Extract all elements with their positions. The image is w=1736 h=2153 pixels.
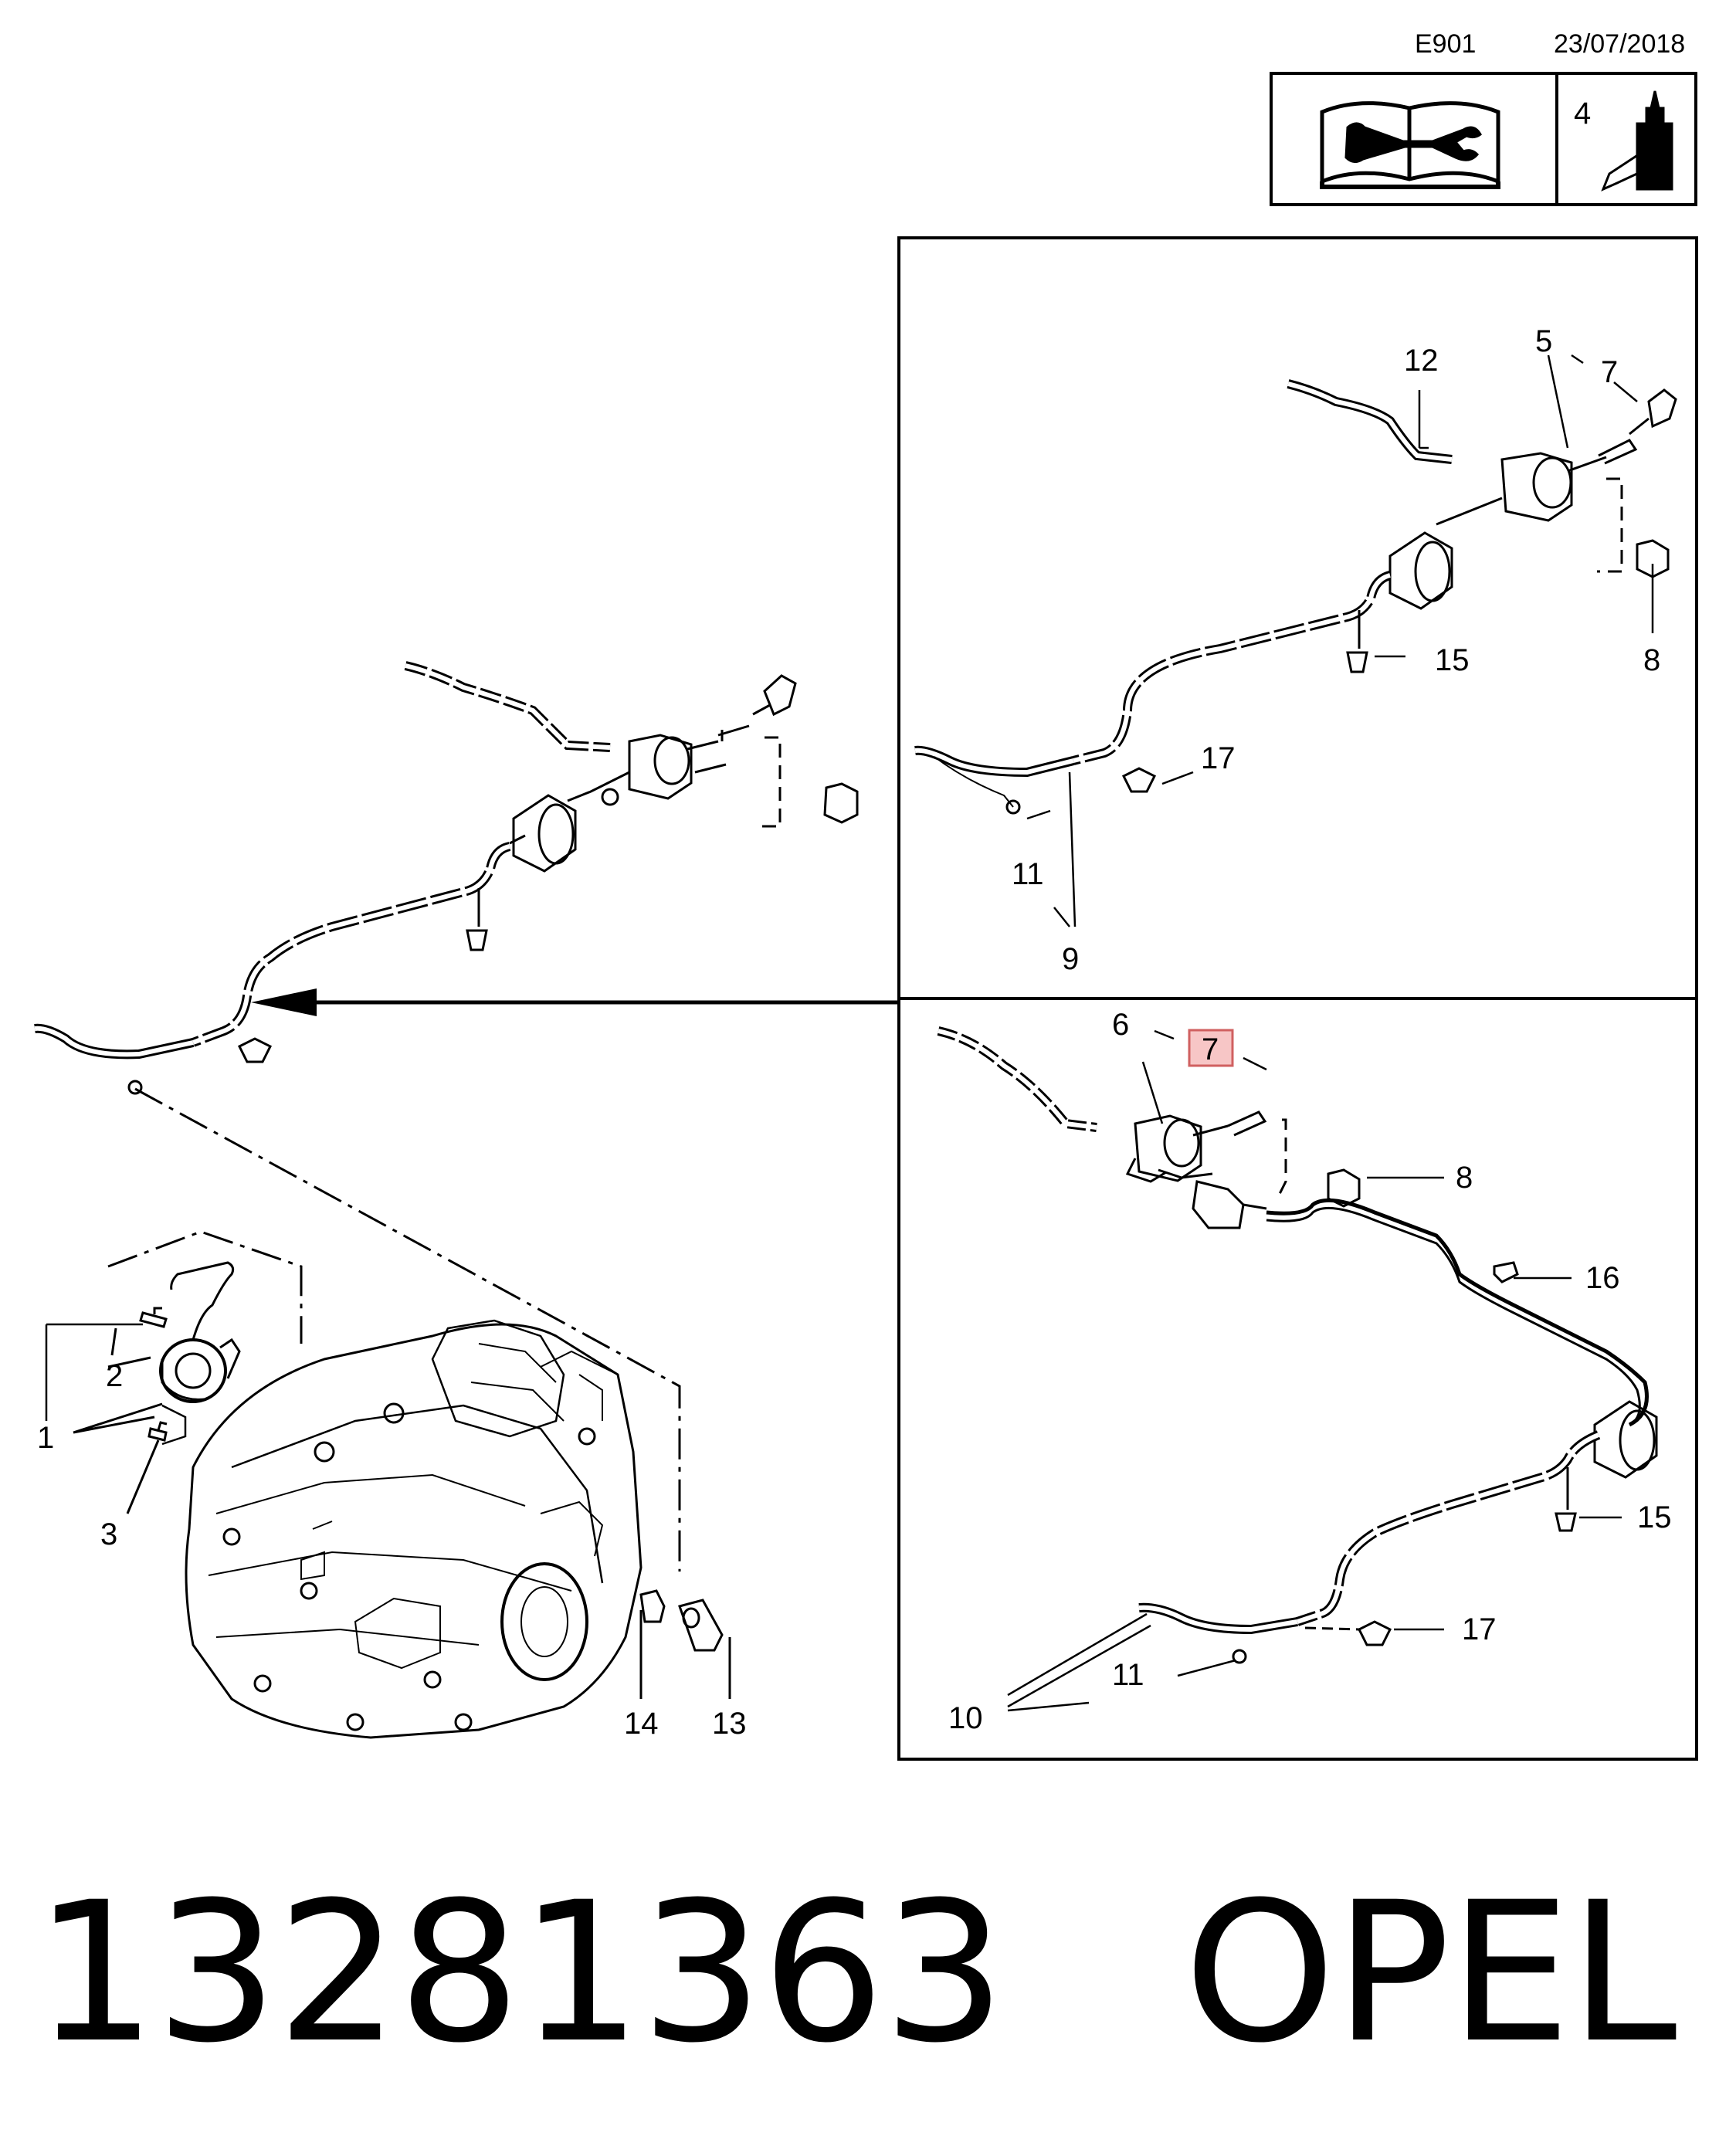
main-clutch-line (34, 661, 859, 1095)
callout-12[interactable]: 12 (1404, 344, 1439, 378)
callout-13[interactable]: 13 (712, 1707, 747, 1741)
callout-2[interactable]: 2 (106, 1359, 123, 1393)
highlight-box-part-7[interactable] (1188, 1029, 1234, 1067)
connector-13-14 (639, 1589, 731, 1699)
assembly-bottom-panel (937, 1026, 1658, 1712)
callout-1[interactable]: 1 (37, 1421, 54, 1455)
callout-5[interactable]: 5 (1535, 324, 1552, 358)
callout-15-bottom[interactable]: 15 (1637, 1500, 1672, 1534)
callout-15-top[interactable]: 15 (1435, 643, 1470, 677)
callout-16[interactable]: 16 (1585, 1261, 1620, 1295)
assembly-top-panel (914, 354, 1677, 927)
callout-7-top[interactable]: 7 (1601, 355, 1618, 389)
adhesive-bottle-icon (1601, 90, 1673, 192)
callout-11-bottom[interactable]: 11 (1112, 1658, 1144, 1692)
part-number: 13281363 (34, 1860, 1005, 2085)
callout-3[interactable]: 3 (100, 1517, 117, 1551)
diagram-code: E901 (1415, 29, 1477, 59)
legend-box (1270, 72, 1697, 206)
diagram-date: 23/07/2018 (1554, 29, 1686, 59)
callout-11-top[interactable]: 11 (1012, 857, 1044, 891)
repair-manual-wrench-icon (1320, 101, 1500, 189)
callout-8-bottom[interactable]: 8 (1456, 1161, 1473, 1195)
detail-panel-bottom (897, 997, 1698, 1761)
callout-10[interactable]: 10 (948, 1701, 983, 1735)
brand-name: OPEL (1183, 1860, 1677, 2085)
callout-9[interactable]: 9 (1062, 942, 1079, 976)
callout-17-bottom[interactable]: 17 (1462, 1612, 1497, 1646)
master-cylinder-main (567, 674, 797, 806)
damper-main (509, 794, 577, 873)
slave-cylinder (139, 1261, 241, 1442)
gearbox-housing (185, 1319, 643, 1739)
callout-6[interactable]: 6 (1112, 1008, 1129, 1042)
legend-number: 4 (1574, 97, 1591, 131)
callout-17-top[interactable]: 17 (1201, 741, 1236, 775)
callout-8-top[interactable]: 8 (1643, 643, 1660, 677)
callout-7-bottom[interactable]: 7 (1202, 1032, 1219, 1066)
callout-14[interactable]: 14 (624, 1707, 659, 1741)
footer-caption: 13281363 OPEL (34, 1860, 1677, 2085)
